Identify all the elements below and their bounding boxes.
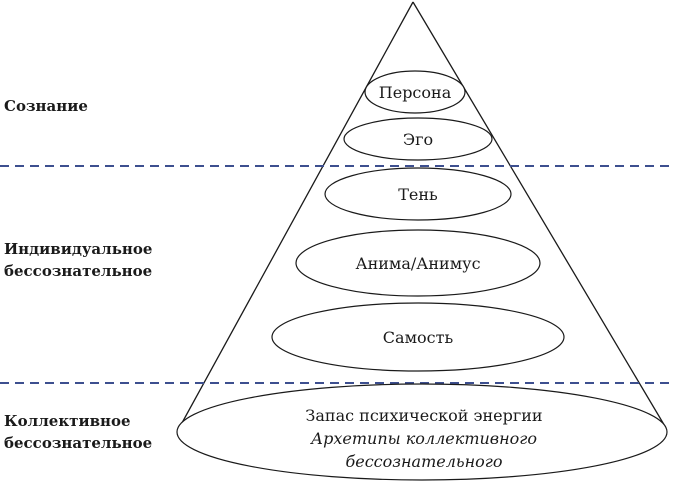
base-label-line-3: бессознательного — [345, 452, 502, 471]
individual-line-1: Индивидуальное — [4, 240, 153, 258]
persona-ellipse — [364, 70, 466, 114]
level-consciousness-label: Сознание — [4, 95, 88, 117]
base-label-line-1: Запас психической энергии — [305, 406, 542, 425]
anima-animus-ellipse — [295, 229, 541, 297]
ego-label: Эго — [403, 130, 433, 149]
ego-ellipse — [343, 117, 493, 161]
self-ellipse — [271, 302, 565, 372]
collective-line-2: бессознательное — [4, 434, 153, 452]
level-collective-unconscious-label: Коллективное бессознательное — [4, 410, 152, 454]
pyramid-left-side — [176, 1, 414, 433]
self-label: Самость — [383, 328, 454, 347]
base-label-line-2: Архетипы коллективного — [310, 429, 537, 448]
shadow-label: Тень — [398, 185, 438, 204]
level-individual-unconscious-label: Индивидуальное бессознательное — [4, 238, 152, 282]
persona-label: Персона — [379, 83, 452, 102]
collective-line-1: Коллективное — [4, 412, 131, 430]
anima-animus-label: Анима/Анимус — [355, 254, 480, 273]
pyramid-right-side — [412, 1, 667, 429]
shadow-ellipse — [324, 167, 512, 221]
individual-line-2: бессознательное — [4, 262, 153, 280]
consciousness-text: Сознание — [4, 97, 88, 115]
base-ellipse — [176, 383, 668, 481]
